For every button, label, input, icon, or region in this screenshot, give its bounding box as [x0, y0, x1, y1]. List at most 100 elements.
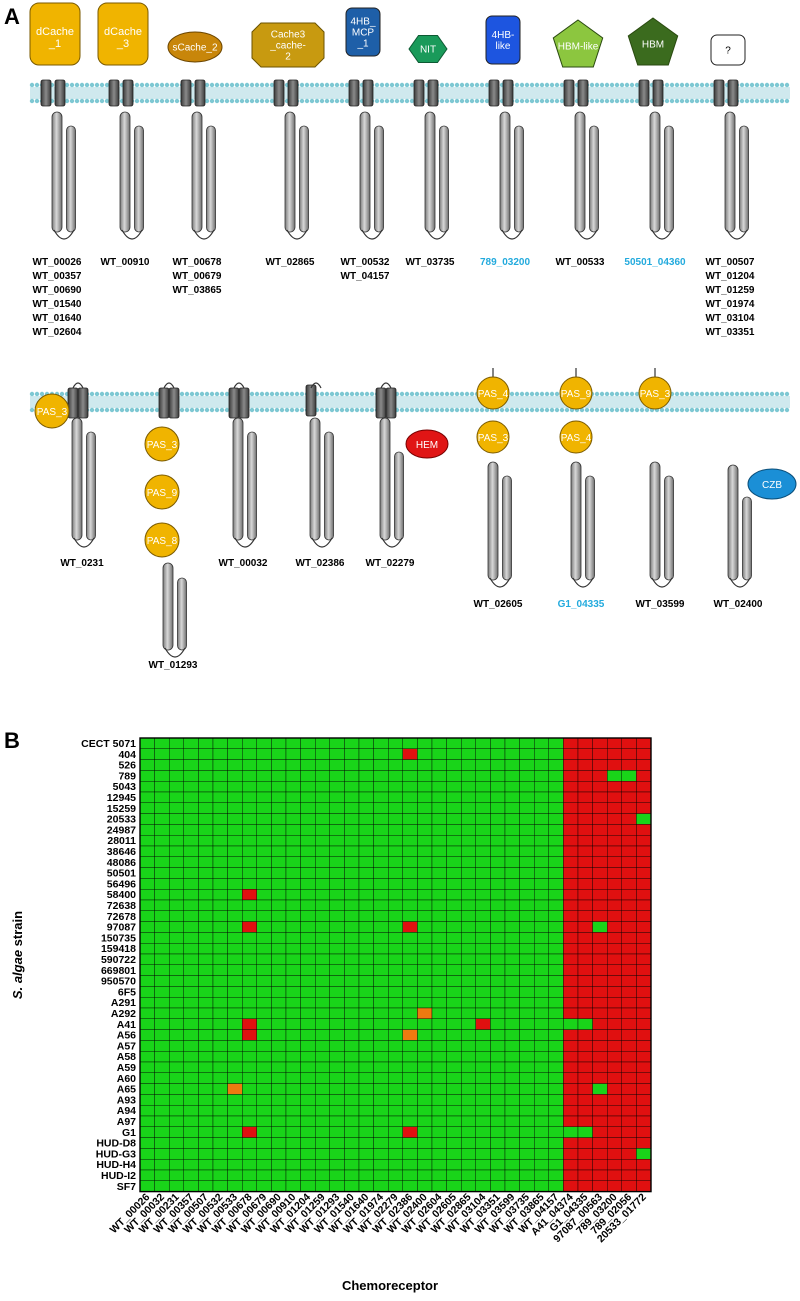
helix-cylinder	[51, 111, 63, 233]
lipid-head	[774, 407, 780, 413]
lipid-head	[739, 407, 745, 413]
heatmap-cell	[271, 824, 287, 836]
heatmap-cell	[198, 770, 214, 782]
lipid-head	[144, 407, 150, 413]
heatmap-cell	[271, 835, 287, 847]
heatmap-cell	[446, 1104, 462, 1117]
heatmap-cell	[285, 1018, 301, 1030]
heatmap-cell	[548, 878, 564, 890]
heatmap-cell	[446, 1137, 462, 1149]
lipid-head	[449, 82, 455, 88]
lipid-head	[34, 391, 40, 397]
lipid-head	[104, 407, 110, 413]
heatmap-cell	[563, 1072, 579, 1084]
lipid-head	[534, 98, 540, 104]
heatmap-cell	[548, 1115, 564, 1128]
transmembrane-helix	[40, 79, 52, 107]
heatmap-cell	[168, 781, 184, 793]
heatmap-cell	[373, 1040, 389, 1052]
heatmap-cell	[154, 1029, 170, 1041]
heatmap-cell	[534, 1040, 550, 1052]
heatmap-cell	[504, 770, 520, 782]
heatmap-cell	[402, 781, 418, 793]
lipid-head	[544, 407, 550, 413]
heatmap-cell	[139, 1137, 155, 1149]
lipid-head	[694, 407, 700, 413]
heatmap-cell	[607, 845, 623, 858]
heatmap-cell	[475, 1050, 491, 1063]
heatmap-cell	[256, 1126, 272, 1138]
heatmap-cell	[139, 953, 155, 966]
heatmap-cell	[563, 770, 579, 782]
heatmap-cell	[431, 964, 447, 976]
heatmap-cell	[315, 997, 331, 1009]
heatmap-cell	[519, 910, 535, 922]
domain-circle	[476, 420, 510, 454]
lipid-head	[559, 82, 565, 88]
lipid-head	[679, 407, 685, 413]
heatmap-cell	[431, 1050, 447, 1063]
lipid-head	[579, 407, 585, 413]
heatmap-cell	[621, 953, 637, 966]
lipid-head	[769, 391, 775, 397]
heatmap-cell	[446, 986, 462, 998]
heatmap-cell	[344, 975, 360, 987]
lipid-head	[529, 98, 535, 104]
heatmap-cell	[256, 1072, 272, 1084]
heatmap-cell	[461, 835, 477, 847]
domain-label: dCache	[104, 26, 142, 38]
helix-cylinder	[724, 111, 736, 233]
heatmap-cell	[168, 1072, 184, 1084]
lipid-head	[674, 407, 680, 413]
heatmap-cell	[271, 1040, 287, 1052]
heatmap-cell	[388, 856, 404, 868]
y-axis-label-italic: S. algae	[10, 950, 25, 999]
heatmap-cell	[402, 1050, 418, 1063]
lipid-head	[629, 407, 635, 413]
heatmap-cell	[285, 889, 301, 901]
heatmap-cell	[636, 835, 652, 847]
heatmap-cell	[241, 889, 257, 901]
heatmap-cell	[475, 1061, 491, 1074]
heatmap-cell	[592, 1137, 608, 1149]
helix-cylinder	[487, 461, 499, 581]
heatmap-cell	[183, 802, 199, 814]
heatmap-cell	[358, 1126, 374, 1138]
heatmap-cell	[636, 1104, 652, 1117]
heatmap-cell	[388, 943, 404, 955]
heatmap-cell	[475, 770, 491, 782]
heatmap-cell	[315, 1094, 331, 1106]
heatmap-cell	[241, 1180, 257, 1192]
heatmap-cell	[256, 1029, 272, 1041]
row-label: G1	[122, 1127, 136, 1139]
heatmap-cell	[300, 964, 316, 976]
heatmap-cell	[329, 1050, 345, 1063]
lipid-head	[689, 82, 695, 88]
heatmap-cell	[183, 791, 199, 804]
domain-label: PAS_8	[147, 536, 178, 547]
heatmap-cell	[183, 910, 199, 922]
heatmap-cell	[636, 813, 652, 825]
heatmap-cell	[227, 921, 243, 933]
heatmap-cell	[534, 802, 550, 814]
heatmap-cell	[154, 748, 170, 760]
transmembrane-helix	[375, 387, 387, 419]
lipid-head	[34, 98, 40, 104]
lipid-head	[244, 82, 250, 88]
heatmap-cell	[592, 889, 608, 901]
heatmap-cell	[461, 791, 477, 804]
heatmap-cell	[241, 910, 257, 922]
heatmap-cell	[417, 943, 433, 955]
lipid-head	[724, 391, 730, 397]
heatmap-cell	[271, 1094, 287, 1106]
heatmap-cell	[636, 1050, 652, 1063]
heatmap-cell	[577, 770, 593, 782]
lipid-head	[224, 391, 230, 397]
heatmap-cell	[461, 878, 477, 890]
heatmap-cell	[315, 878, 331, 890]
heatmap-cell	[592, 1029, 608, 1041]
heatmap-cell	[417, 975, 433, 987]
lipid-head	[684, 407, 690, 413]
heatmap-cell	[446, 824, 462, 836]
heatmap-cell	[344, 889, 360, 901]
